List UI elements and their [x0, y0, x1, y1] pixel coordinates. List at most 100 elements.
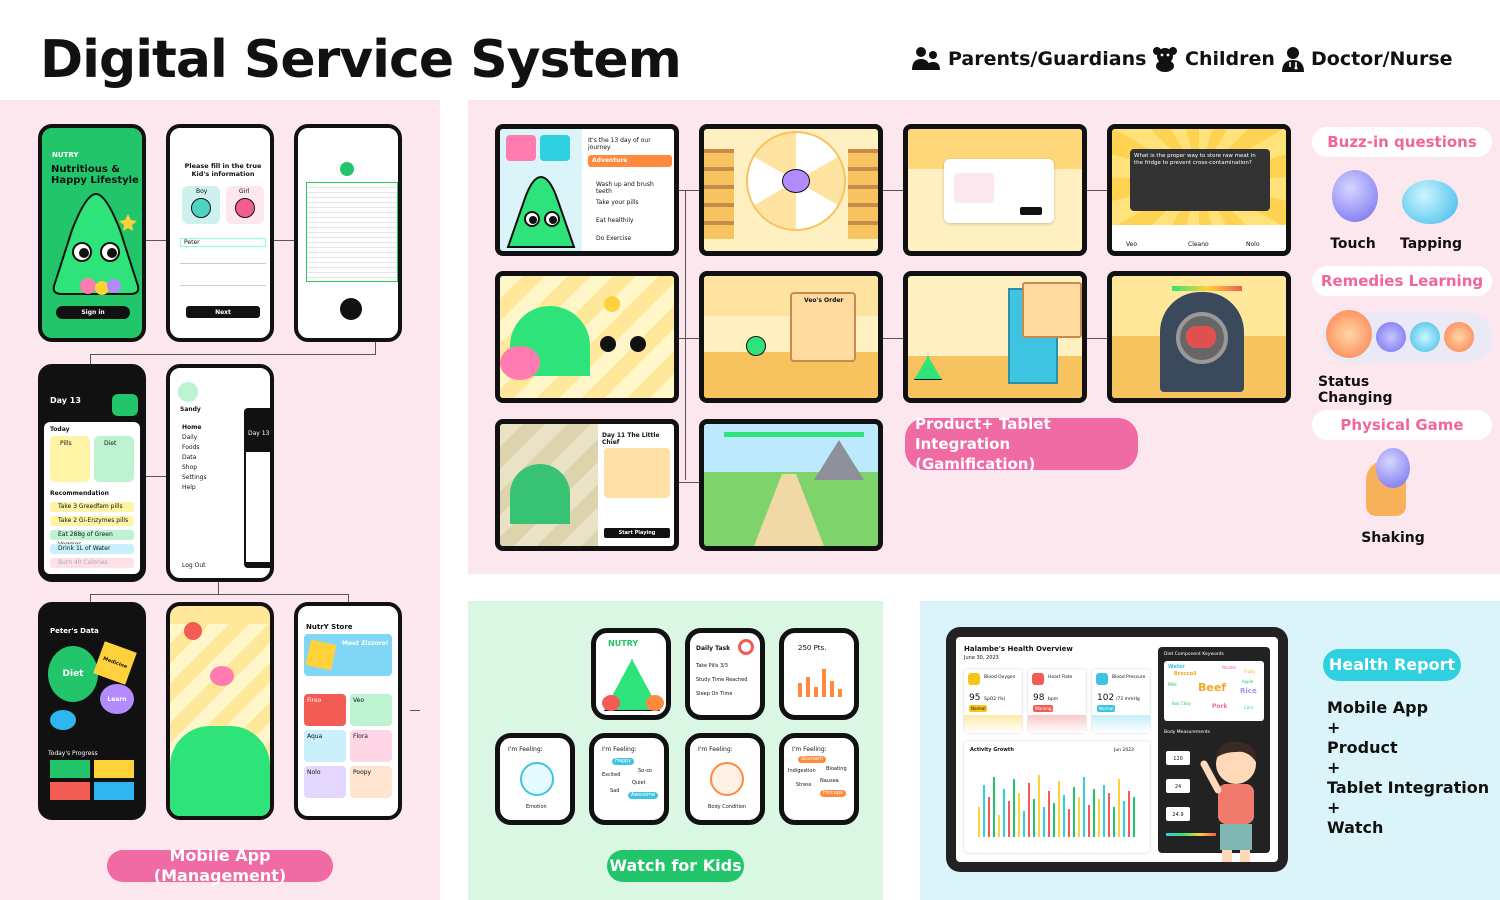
menu-item-foods[interactable]: Foods	[182, 444, 200, 451]
day-counter: Day 13	[50, 396, 81, 405]
metric-blood-pressure[interactable]: Blood Pressure 102 /72 mmHg Normal	[1092, 669, 1150, 733]
activity-bar	[1053, 803, 1055, 837]
level-title: Day 11 The Little Chief	[602, 432, 660, 446]
status-field[interactable]	[180, 278, 266, 286]
task-item[interactable]: Take your pills	[596, 199, 639, 206]
symptom-chip[interactable]: Stomach	[798, 756, 827, 763]
data-bubble[interactable]	[50, 710, 76, 730]
char-cleano[interactable]: Cleano	[1188, 241, 1209, 248]
points-bar	[822, 669, 826, 697]
sign-in-button[interactable]: Sign in	[56, 306, 130, 319]
preview-card	[246, 452, 270, 562]
char-nolo[interactable]: Nolo	[1246, 241, 1260, 248]
task-item[interactable]: Study Time Reached	[696, 677, 748, 683]
map-hill	[170, 726, 270, 816]
symptom-chip[interactable]: Hiccups	[820, 790, 846, 797]
activity-bar	[1088, 805, 1090, 837]
metric-blood-oxygen[interactable]: Blood Oxygen 95 SpO2 (%) Normal	[964, 669, 1022, 733]
connector	[679, 190, 699, 191]
tablet-home-left	[500, 129, 582, 251]
adventure-banner[interactable]: Adventure	[588, 155, 672, 167]
recommendation-item[interactable]: Burn 40 Calories	[50, 558, 134, 568]
task-item[interactable]: Do Exercise	[596, 235, 632, 242]
menu-item-shop[interactable]: Shop	[182, 464, 198, 471]
menu-item-settings[interactable]: Settings	[182, 474, 207, 481]
recommendation-item[interactable]: Eat 288g of Green Veggies	[50, 530, 134, 548]
avatars-tab[interactable]	[506, 135, 536, 161]
next-button[interactable]	[1020, 207, 1042, 215]
store-item-aqua[interactable]: Aqua	[304, 730, 346, 762]
feeling-chip[interactable]: Excited	[602, 772, 621, 778]
name-field[interactable]: Peter	[180, 238, 266, 247]
tapping-device-icon	[1402, 180, 1458, 224]
boy-card[interactable]: Boy	[182, 186, 220, 224]
water-drop-icon[interactable]	[520, 762, 554, 796]
scan-icon[interactable]	[340, 162, 354, 176]
task-item[interactable]: Take Pills 3/3	[696, 663, 728, 669]
tablet-food-wheel	[699, 124, 883, 256]
learn-bubble[interactable]: Learn	[100, 684, 134, 714]
logout-link[interactable]: Log Out	[182, 562, 206, 569]
metric-unit: bpm	[1048, 697, 1059, 702]
system-formula: Mobile App + Product + Tablet Integratio…	[1327, 698, 1489, 838]
keyword: Pork	[1212, 703, 1228, 710]
activity-bar	[993, 777, 995, 837]
connector	[146, 240, 166, 241]
formula-plus: +	[1327, 798, 1341, 817]
formula-plus: +	[1327, 758, 1341, 777]
next-button[interactable]: Next	[186, 306, 260, 318]
board-flower	[500, 346, 540, 380]
birth-field[interactable]	[180, 256, 266, 264]
pills-card[interactable]: Pills	[50, 436, 90, 482]
store-banner[interactable]: Meet Zizzoro!	[304, 634, 392, 676]
feeling-chip[interactable]: So-so	[638, 768, 652, 774]
activity-bar	[1073, 787, 1075, 837]
camera-shutter-button[interactable]	[340, 298, 362, 320]
recommendation-item[interactable]: Take 3 Greedfam pills	[50, 502, 134, 512]
store-item-flora[interactable]: Flora	[350, 730, 392, 762]
start-playing-button[interactable]: Start Playing	[604, 528, 670, 538]
girl-card[interactable]: Girl	[226, 186, 264, 224]
task-item[interactable]: Eat healthily	[596, 217, 634, 224]
parents-icon	[912, 47, 940, 70]
diet-card[interactable]: Diet	[94, 436, 134, 482]
task-item[interactable]: Wash up and brush teeth	[596, 181, 654, 195]
shaking-device-icon	[1376, 448, 1410, 488]
activity-month[interactable]: Jun 2023	[1114, 748, 1134, 753]
symptom-chip[interactable]: Nausea	[820, 778, 839, 784]
symptom-chip[interactable]: Bloating	[826, 766, 847, 772]
feeling-chip[interactable]: Awesome	[628, 792, 658, 799]
fire-icon[interactable]	[710, 762, 744, 796]
feeling-chip[interactable]: Quiet	[632, 780, 646, 786]
metric-value: 102	[1097, 693, 1115, 703]
task-item[interactable]: Sleep On Time	[696, 691, 733, 697]
girl-avatar	[235, 198, 255, 218]
store-item-poopy[interactable]: Poopy	[350, 766, 392, 798]
boy-avatar	[191, 198, 211, 218]
remedies-card: Remedies Learning	[1312, 266, 1492, 296]
menu-item-help[interactable]: Help	[182, 484, 196, 491]
menu-item-data[interactable]: Data	[182, 454, 197, 461]
feeling-chip[interactable]: Happy	[612, 758, 635, 765]
store-item-veo[interactable]: Veo	[350, 694, 392, 726]
menu-item-daily[interactable]: Daily	[182, 434, 198, 441]
store-item-fireo[interactable]: Fireo	[304, 694, 346, 726]
achievements-tab[interactable]	[540, 135, 570, 161]
medicine-bubble[interactable]: Medicine	[93, 641, 137, 685]
watch-emotion: I'm Feeling: Emotion	[495, 733, 575, 825]
metric-heart-rate[interactable]: Heart Rate 98 bpm Warning	[1028, 669, 1086, 733]
recommendation-item[interactable]: Take 2 Gi-Enzymes pills	[50, 516, 134, 526]
tablet-food-safety	[903, 124, 1087, 256]
tablet-grill	[1107, 271, 1291, 403]
activity-bar	[1133, 797, 1135, 837]
diet-bubble[interactable]: Diet	[48, 646, 98, 702]
menu-item-home[interactable]: Home	[182, 424, 202, 431]
char-veo[interactable]: Veo	[1126, 241, 1138, 248]
feeling-chip[interactable]: Sad	[610, 788, 620, 794]
symptom-chip[interactable]: Stress	[796, 782, 812, 788]
progress-tile	[94, 760, 134, 778]
symptom-chip[interactable]: Indigestion	[788, 768, 816, 774]
recommendation-item[interactable]: Drink 1L of Water	[50, 544, 134, 554]
watch-mascot: NUTRY	[591, 628, 671, 720]
store-item-nolo[interactable]: Nolo	[304, 766, 346, 798]
